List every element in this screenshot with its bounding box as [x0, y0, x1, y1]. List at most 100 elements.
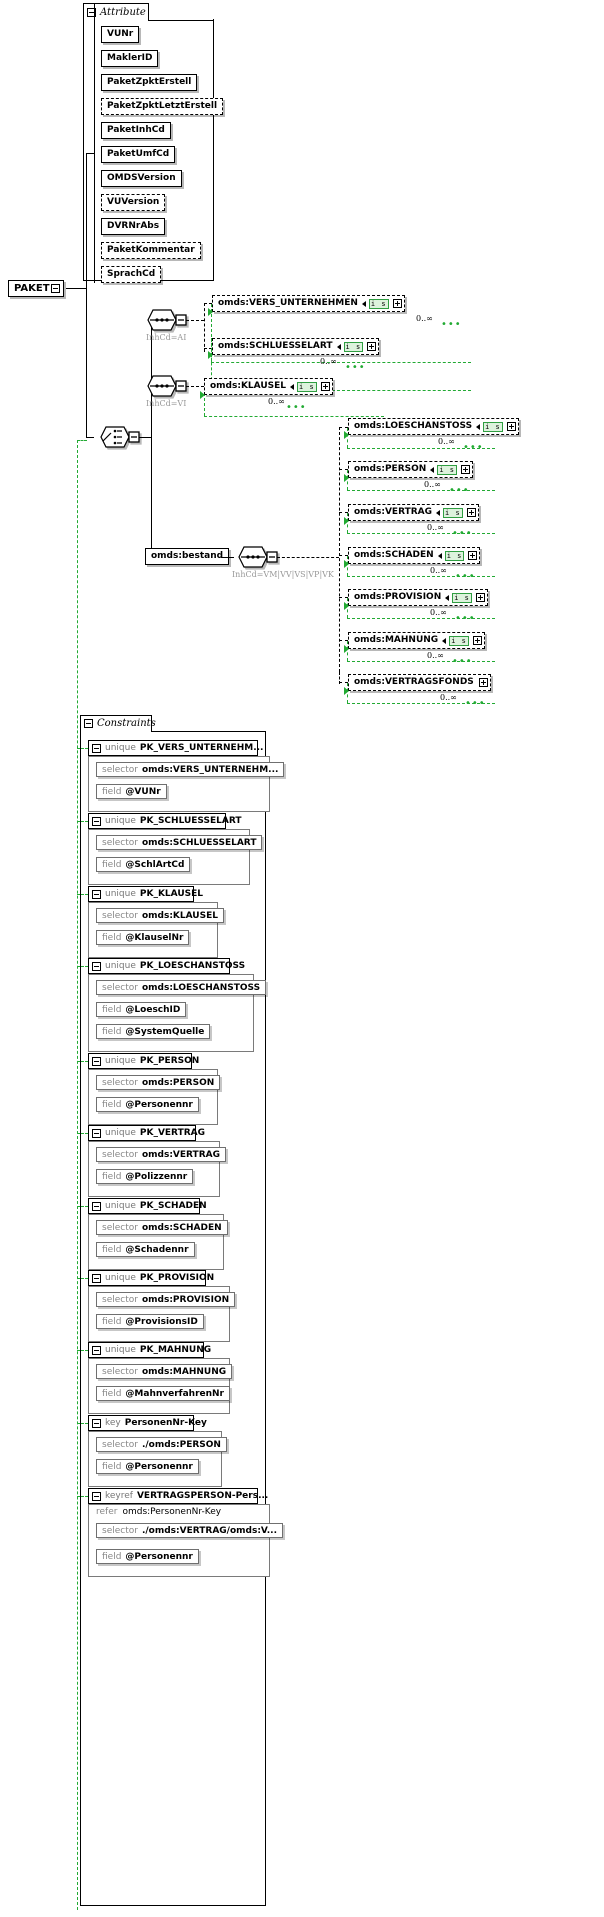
row-value: @Personennr	[125, 1099, 193, 1110]
attribute-paketzpktletzterstell[interactable]: PaketZpktLetztErstell	[101, 98, 224, 115]
minus-box-icon[interactable]	[92, 1491, 101, 1501]
connector-dashed	[204, 348, 212, 349]
constraint-row-selector[interactable]: selector omds:PERSON	[96, 1075, 221, 1090]
constraint-tab-pk-loeschanstoss[interactable]: unique PK_LOESCHANSTOSS	[88, 958, 245, 974]
element-vertrag[interactable]: omds:VERTRAG i s	[348, 504, 479, 521]
constraint-tab-pk-provision[interactable]: unique PK_PROVISION	[88, 1270, 214, 1286]
constraint-row-field[interactable]: field @MahnverfahrenNr	[96, 1386, 230, 1401]
constraint-tab-personennr-key[interactable]: key PersonenNr-Key	[88, 1415, 207, 1431]
plus-box-icon[interactable]	[460, 465, 470, 474]
minus-box-icon[interactable]	[92, 889, 101, 899]
attribute-paketkommentar[interactable]: PaketKommentar	[101, 242, 201, 259]
sequence-compositor-inhcd-vi[interactable]	[141, 375, 187, 397]
minus-box-icon[interactable]	[51, 284, 60, 293]
element-vertragsfonds[interactable]: omds:VERTRAGSFONDS	[348, 674, 491, 691]
constraint-tab-pk-vertrag[interactable]: unique PK_VERTRAG	[88, 1125, 205, 1141]
row-value: @ProvisionsID	[125, 1316, 198, 1327]
element-mahnung[interactable]: omds:MAHNUNG i s	[348, 632, 485, 649]
attribute-paketumfcd[interactable]: PaketUmfCd	[101, 146, 176, 163]
constraint-row-field[interactable]: field @Polizzennr	[96, 1169, 194, 1184]
constraint-row-selector[interactable]: selector omds:PROVISION	[96, 1292, 236, 1307]
constraint-row-selector[interactable]: selector omds:VERTRAG	[96, 1147, 226, 1162]
constraint-row-selector[interactable]: selector ./omds:VERTRAG/omds:V...	[96, 1523, 283, 1538]
constraint-tab-pk-vers-unternehm[interactable]: unique PK_VERS_UNTERNEHM...	[88, 740, 263, 756]
plus-box-icon[interactable]	[367, 342, 377, 351]
constraint-row-selector[interactable]: selector omds:SCHLUESSELART	[96, 835, 263, 850]
constraint-row-field[interactable]: field @SchlArtCd	[96, 857, 191, 872]
choice-compositor-root[interactable]	[94, 426, 140, 448]
constraint-tab-pk-schaden[interactable]: unique PK_SCHADEN	[88, 1198, 207, 1214]
attribute-paketinhcd[interactable]: PaketInhCd	[101, 122, 171, 139]
element-loeschanstoss[interactable]: omds:LOESCHANSTOSS i s	[348, 418, 519, 435]
element-bestand[interactable]: omds:bestand	[145, 548, 230, 565]
minus-box-icon[interactable]	[84, 719, 93, 728]
constraint-tab-pk-person[interactable]: unique PK_PERSON	[88, 1053, 199, 1069]
plus-box-icon[interactable]	[392, 299, 402, 308]
constraint-tab-pk-schluesselart[interactable]: unique PK_SCHLUESSELART	[88, 813, 242, 829]
constraint-row-field[interactable]: field @LoeschID	[96, 1002, 187, 1017]
constraint-row-field[interactable]: field @VUNr	[96, 784, 167, 799]
element-schluesselart[interactable]: omds:SCHLUESSELART i s	[212, 338, 380, 355]
constraint-row-selector[interactable]: selector ./omds:PERSON	[96, 1437, 227, 1452]
plus-box-icon[interactable]	[472, 636, 482, 645]
attribute-group-tab[interactable]: Attribute	[83, 3, 149, 20]
element-person[interactable]: omds:PERSON i s	[348, 461, 473, 478]
constraint-row-field[interactable]: field @Personennr	[96, 1097, 199, 1112]
constraint-row-selector[interactable]: selector omds:MAHNUNG	[96, 1364, 233, 1379]
row-value: @MahnverfahrenNr	[125, 1388, 224, 1399]
constraint-row-field[interactable]: field @SystemQuelle	[96, 1024, 211, 1039]
minus-box-icon[interactable]	[92, 1273, 101, 1283]
element-klausel[interactable]: omds:KLAUSEL i s	[204, 378, 333, 395]
plus-box-icon[interactable]	[320, 382, 330, 391]
occurrence-dots: •••	[452, 528, 473, 539]
minus-box-icon[interactable]	[92, 1128, 101, 1138]
compositor-label-bestand: InhCd=VM|VV|VS|VP|VK	[232, 570, 334, 579]
element-vers-unternehmen[interactable]: omds:VERS_UNTERNEHMEN i s	[212, 295, 405, 312]
minus-box-icon[interactable]	[92, 1345, 101, 1355]
constraint-row-field[interactable]: field @Personennr	[96, 1459, 199, 1474]
attribute-maklerid[interactable]: MaklerID	[101, 50, 159, 67]
attribute-vunr[interactable]: VUNr	[101, 26, 140, 43]
attribute-omdsversion[interactable]: OMDSVersion	[101, 170, 182, 187]
plus-box-icon[interactable]	[468, 551, 478, 560]
constraint-tab-pk-klausel[interactable]: unique PK_KLAUSEL	[88, 886, 203, 902]
minus-box-icon[interactable]	[92, 743, 101, 753]
sequence-compositor-bestand[interactable]	[232, 546, 278, 568]
type-arrow-icon	[437, 552, 442, 559]
constraint-tab-pk-mahnung[interactable]: unique PK_MAHNUNG	[88, 1342, 211, 1358]
constraint-row-selector[interactable]: selector omds:SCHADEN	[96, 1220, 228, 1235]
constraint-row-field[interactable]: field @Personennr	[96, 1549, 199, 1564]
constraint-row-selector[interactable]: selector omds:LOESCHANSTOSS	[96, 980, 267, 995]
connector	[86, 288, 87, 438]
minus-box-icon[interactable]	[92, 816, 101, 826]
constraint-row-field[interactable]: field @Schadennr	[96, 1242, 195, 1257]
plus-box-icon[interactable]	[506, 422, 516, 431]
minus-box-icon[interactable]	[92, 1056, 101, 1066]
root-element-paket[interactable]: PAKET	[8, 280, 64, 297]
constraints-frame-top	[151, 731, 266, 732]
minus-box-icon[interactable]	[92, 1201, 101, 1211]
minus-box-icon[interactable]	[92, 961, 101, 971]
plus-box-icon[interactable]	[478, 678, 488, 687]
attribute-sprachcd[interactable]: SprachCd	[101, 266, 162, 283]
plus-box-icon[interactable]	[466, 508, 476, 517]
constraint-row-selector[interactable]: selector omds:KLAUSEL	[96, 908, 224, 923]
sequence-compositor-inhcd-ai[interactable]	[141, 309, 187, 331]
element-provision[interactable]: omds:PROVISION i s	[348, 589, 488, 606]
constraint-row-field[interactable]: field @ProvisionsID	[96, 1314, 204, 1329]
green-bracket	[204, 416, 384, 417]
minus-box-icon[interactable]	[92, 1418, 101, 1428]
constraint-row-selector[interactable]: selector omds:VERS_UNTERNEHM...	[96, 762, 285, 777]
green-bracket	[347, 490, 495, 491]
plus-box-icon[interactable]	[475, 593, 485, 602]
row-value: ./omds:VERTRAG/omds:V...	[141, 1525, 277, 1536]
green-bracket	[347, 576, 495, 577]
minus-box-icon[interactable]	[87, 7, 96, 17]
attribute-vuversion[interactable]: VUVersion	[101, 194, 166, 211]
attribute-dvrnrabs[interactable]: DVRNrAbs	[101, 218, 166, 235]
attribute-paketzpkterstell[interactable]: PaketZpktErstell	[101, 74, 198, 91]
constraints-tab[interactable]: Constraints	[80, 715, 156, 731]
element-schaden[interactable]: omds:SCHADEN i s	[348, 547, 481, 564]
constraint-row-field[interactable]: field @KlauselNr	[96, 930, 190, 945]
constraint-tab-vertragsperson-pers[interactable]: keyref VERTRAGSPERSON-Pers...	[88, 1488, 268, 1504]
